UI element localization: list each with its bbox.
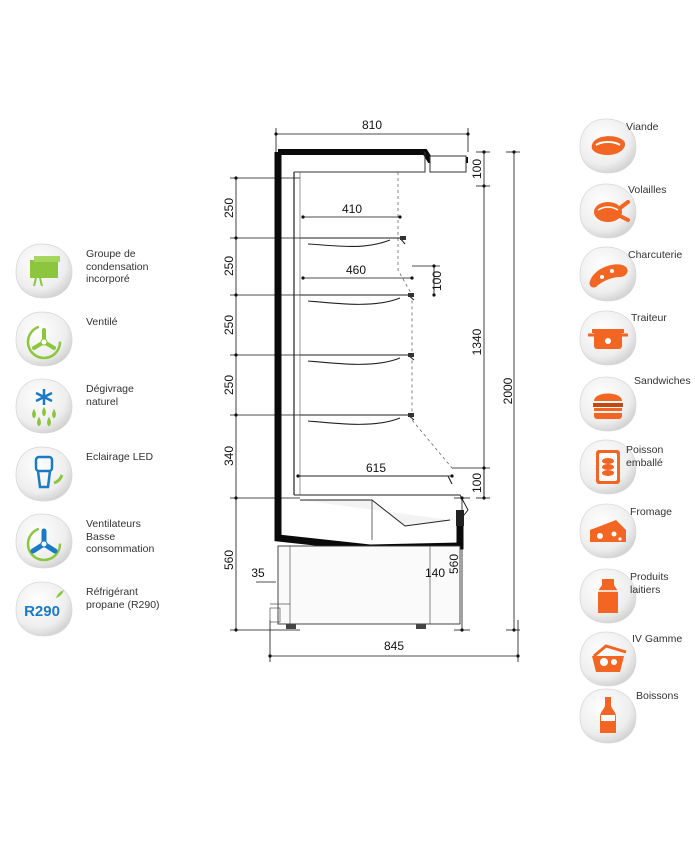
low-power-fan-icon bbox=[12, 510, 76, 570]
dim-shelf-depth-top: 410 bbox=[342, 202, 362, 216]
meat-icon bbox=[576, 115, 640, 175]
dim-shelf-depth-2: 460 bbox=[346, 263, 366, 277]
condensing-unit-icon bbox=[12, 240, 76, 300]
feature-item: Eclairage LED bbox=[12, 443, 196, 503]
pot-icon bbox=[576, 307, 640, 367]
food-category-item: Fromage bbox=[576, 500, 691, 562]
dim-total-height: 2000 bbox=[501, 377, 515, 404]
food-category-item: Traiteur bbox=[576, 307, 691, 369]
food-label: Viande bbox=[626, 121, 659, 133]
dim-base-height-right: 560 bbox=[447, 554, 461, 574]
burger-icon bbox=[576, 373, 640, 433]
dim-base-height-left: 560 bbox=[222, 550, 236, 570]
food-label: IV Gamme bbox=[632, 633, 683, 645]
dim-foot-right: 140 bbox=[425, 566, 445, 580]
food-category-item: Volailles bbox=[576, 180, 691, 242]
r290-icon: R290 bbox=[12, 578, 76, 638]
dim-shelf-spacing-3: 250 bbox=[222, 315, 236, 335]
dim-lower-spacing: 340 bbox=[222, 446, 236, 466]
dim-shelf-spacing-1: 250 bbox=[222, 198, 236, 218]
dim-deck-offset: 100 bbox=[470, 473, 484, 493]
feature-label: Eclairage LED bbox=[86, 451, 154, 463]
feature-item: Ventilé bbox=[12, 308, 196, 368]
dim-top-gap: 100 bbox=[470, 159, 484, 179]
cheese-icon bbox=[576, 500, 640, 560]
milk-carton-icon bbox=[576, 565, 640, 625]
dim-top-width: 810 bbox=[362, 118, 382, 132]
food-category-item: Charcuterie bbox=[576, 243, 691, 305]
food-category-item: IV Gamme bbox=[576, 628, 691, 690]
dim-shelf-spacing-4: 250 bbox=[222, 375, 236, 395]
food-label: Fromage bbox=[630, 506, 673, 518]
food-category-item: Sandwiches bbox=[576, 373, 691, 435]
dim-bottom-width: 845 bbox=[384, 639, 404, 653]
poultry-icon bbox=[576, 180, 640, 240]
dim-foot-left: 35 bbox=[251, 566, 265, 580]
food-category-item: Viande bbox=[576, 115, 691, 177]
food-label: Charcuterie bbox=[628, 249, 683, 261]
dim-display-height: 1340 bbox=[470, 328, 484, 355]
feature-label: Ventilé bbox=[86, 316, 118, 328]
food-label: Sandwiches bbox=[634, 375, 691, 387]
food-label: Traiteur bbox=[631, 312, 667, 324]
led-bulb-icon bbox=[12, 443, 76, 503]
svg-text:R290: R290 bbox=[24, 603, 60, 620]
food-category-item: Boissons bbox=[576, 685, 691, 747]
fan-icon bbox=[12, 308, 76, 368]
packaged-fish-icon bbox=[576, 436, 640, 496]
dim-shelf-spacing-2: 250 bbox=[222, 256, 236, 276]
food-label: Volailles bbox=[628, 184, 667, 196]
food-label: Boissons bbox=[636, 690, 679, 702]
cabinet-drawing: 810 845 2000 1340 100 100 560 250 250 25… bbox=[222, 118, 520, 662]
salad-box-icon bbox=[576, 628, 640, 688]
dim-shelf-offset: 100 bbox=[430, 271, 444, 291]
dim-deck-depth: 615 bbox=[366, 461, 386, 475]
bottle-icon bbox=[576, 685, 640, 745]
snowflake-drops-icon bbox=[12, 375, 76, 435]
sausage-icon bbox=[576, 243, 640, 303]
